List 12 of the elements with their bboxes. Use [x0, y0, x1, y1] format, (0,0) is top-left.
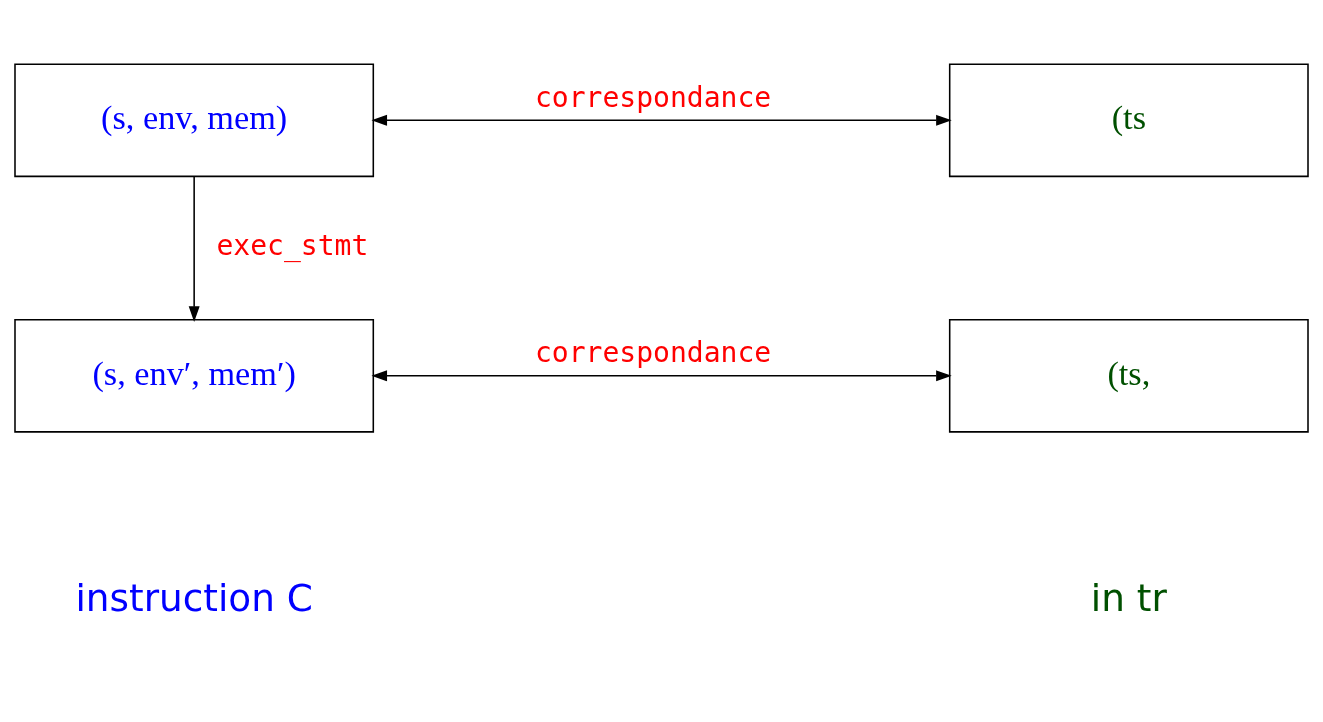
arrow	[371, 370, 952, 382]
edge-label: correspondance	[534, 80, 772, 114]
arrow	[188, 175, 200, 322]
edge-label: exec_stmt	[216, 228, 369, 262]
node-box: (s, env, mem)	[14, 63, 375, 178]
node-box: (ts,	[948, 318, 1309, 433]
node-box: (s, env′, mem′)	[14, 318, 375, 433]
edge-label: correspondance	[534, 336, 772, 370]
label: instruction C	[75, 576, 313, 621]
arrow	[371, 114, 952, 126]
label: in tr	[1090, 576, 1167, 621]
node-box: (ts	[948, 63, 1309, 178]
